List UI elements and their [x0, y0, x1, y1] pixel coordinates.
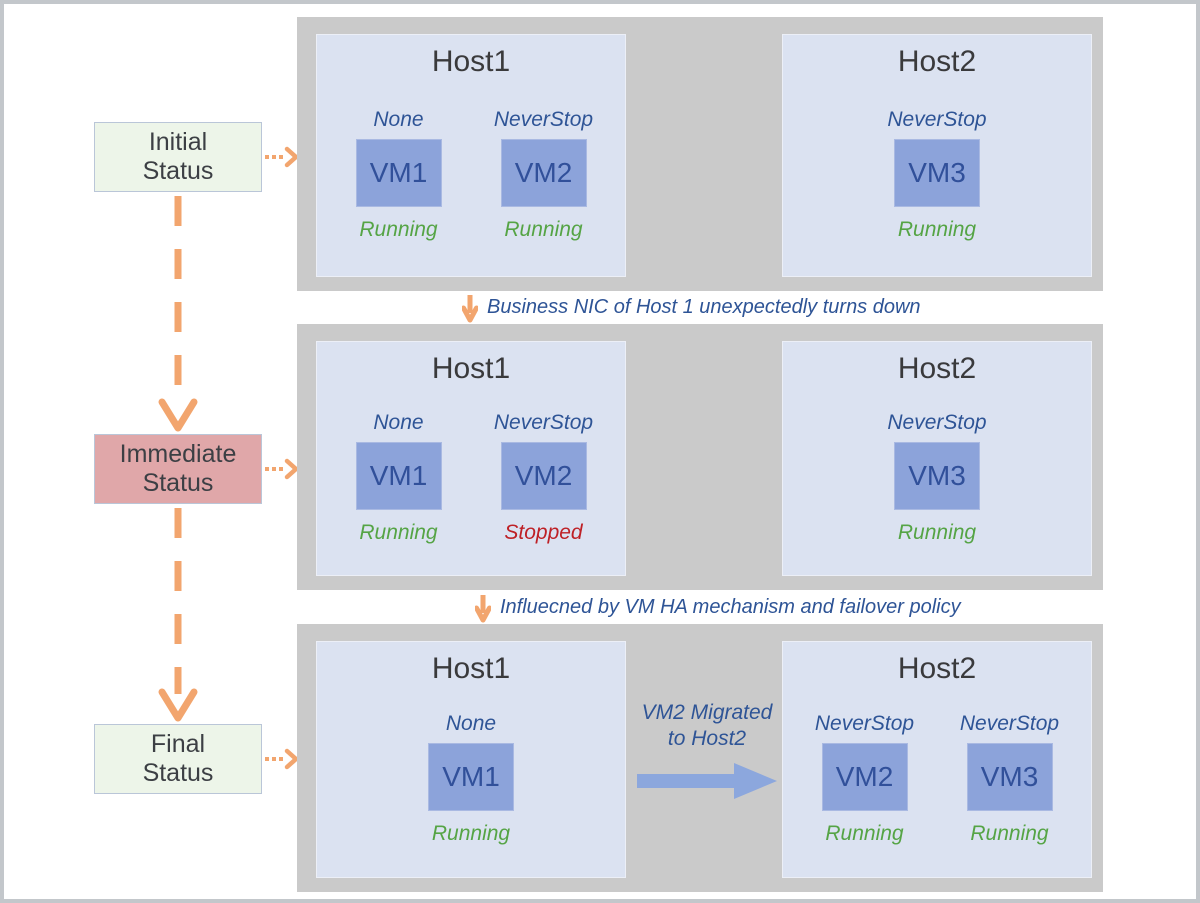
dotted-arrow-icon — [265, 748, 299, 770]
vm-state-label: Running — [897, 217, 977, 241]
vm-policy-label: None — [445, 711, 497, 735]
host-title: Host2 — [897, 45, 977, 78]
stage-immediate-status: Immediate Status — [94, 434, 262, 504]
vm-policy-label: NeverStop — [959, 711, 1060, 735]
vm-card: NeverStop VM3 Running — [875, 108, 999, 242]
host-box: Host2 NeverStop VM3 Running — [782, 341, 1092, 576]
host-title: Host1 — [431, 352, 511, 385]
vm-state-label: Running — [970, 821, 1049, 845]
stage-final-status: Final Status — [94, 724, 262, 794]
stage-label: Initial Status — [142, 127, 214, 186]
host-title: Host2 — [897, 652, 977, 685]
vm-policy-label: NeverStop — [493, 107, 594, 131]
host-box: Host2 NeverStop VM3 Running — [782, 34, 1092, 277]
dashed-down-arrow-icon — [158, 508, 198, 722]
vm-card: NeverStop VM2 Running — [482, 108, 606, 242]
vm-box: VM2 — [500, 441, 587, 510]
migration-annotation: VM2 Migrated to Host2 — [627, 700, 787, 800]
vm-box: VM1 — [355, 441, 442, 510]
vm-card: NeverStop VM3 Running — [948, 712, 1072, 846]
vm-box: VM2 — [500, 138, 587, 207]
vm-policy-label: NeverStop — [814, 711, 915, 735]
vm-policy-label: None — [373, 107, 424, 131]
host-title: Host1 — [431, 45, 511, 78]
vm-box: VM2 — [821, 742, 908, 811]
vm-row: NeverStop VM3 Running — [875, 79, 999, 276]
vm-policy-label: NeverStop — [887, 107, 987, 131]
vm-box: VM1 — [428, 742, 514, 811]
migration-label: VM2 Migrated to Host2 — [641, 701, 773, 750]
vm-state-label: Running — [504, 217, 583, 241]
vm-card: None VM1 Running — [337, 411, 461, 545]
stage-row-final: Host1 None VM1 Running VM2 Migrated to H… — [297, 624, 1103, 892]
stage-row-immediate: Host1 None VM1 Running NeverStop VM2 Sto… — [297, 324, 1103, 590]
vm-state-label: Running — [359, 217, 438, 241]
dashed-down-arrow-icon — [158, 196, 198, 432]
host-box: Host1 None VM1 Running NeverStop VM2 Sto… — [316, 341, 626, 576]
vm-state-label: Running — [897, 520, 977, 544]
vm-state-label: Stopped — [504, 520, 583, 544]
transition-text: Business NIC of Host 1 unexpectedly turn… — [487, 296, 921, 318]
vm-state-label: Running — [825, 821, 904, 845]
vm-box: VM3 — [966, 742, 1053, 811]
vm-card: None VM1 Running — [337, 108, 461, 242]
vm-state-label: Running — [431, 821, 511, 845]
dotted-arrow-icon — [265, 146, 299, 168]
host-box: Host1 None VM1 Running NeverStop VM2 Run… — [316, 34, 626, 277]
vm-card: NeverStop VM2 Running — [803, 712, 927, 846]
stage-label: Immediate Status — [119, 439, 237, 498]
vm-card: NeverStop VM2 Stopped — [482, 411, 606, 545]
vm-state-label: Running — [359, 520, 438, 544]
stage-row-initial: Host1 None VM1 Running NeverStop VM2 Run… — [297, 17, 1103, 291]
host-title: Host1 — [431, 652, 511, 685]
down-arrow-icon — [462, 294, 478, 322]
dotted-arrow-icon — [265, 458, 299, 480]
migration-arrow-icon — [637, 763, 777, 800]
vm-box: VM3 — [894, 138, 980, 207]
host-title: Host2 — [897, 352, 977, 385]
down-arrow-icon — [475, 594, 491, 622]
vm-policy-label: NeverStop — [493, 410, 594, 434]
host-box: Host2 NeverStop VM2 Running NeverStop VM… — [782, 641, 1092, 878]
host-box: Host1 None VM1 Running — [316, 641, 626, 878]
stage-label: Final Status — [142, 729, 214, 788]
vm-row: NeverStop VM2 Running NeverStop VM3 Runn… — [803, 686, 1072, 877]
transition-row: Business NIC of Host 1 unexpectedly turn… — [297, 291, 1103, 324]
vm-card: NeverStop VM3 Running — [875, 411, 999, 545]
vm-row: None VM1 Running NeverStop VM2 Running — [337, 79, 606, 276]
vm-card: None VM1 Running — [409, 712, 533, 846]
vm-row: None VM1 Running — [409, 686, 533, 877]
stage-initial-status: Initial Status — [94, 122, 262, 192]
vm-box: VM3 — [894, 441, 980, 510]
transition-row: Influecned by VM HA mechanism and failov… — [297, 591, 1103, 624]
vm-row: None VM1 Running NeverStop VM2 Stopped — [337, 386, 606, 575]
vm-row: NeverStop VM3 Running — [875, 386, 999, 575]
vm-policy-label: None — [373, 410, 424, 434]
vm-box: VM1 — [355, 138, 442, 207]
transition-text: Influecned by VM HA mechanism and failov… — [500, 596, 961, 618]
vm-policy-label: NeverStop — [887, 410, 987, 434]
